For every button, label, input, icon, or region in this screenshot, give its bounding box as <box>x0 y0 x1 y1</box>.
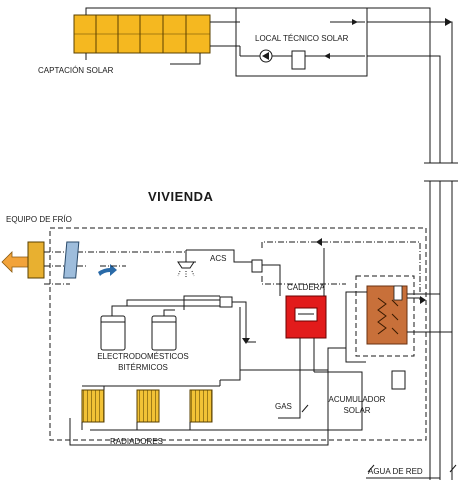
circuit-arrow-icon <box>316 238 322 246</box>
heating-circuit-lines <box>88 241 421 292</box>
vivienda-boundary <box>49 227 427 441</box>
appliances <box>100 295 233 351</box>
equipo-de-frio-label: EQUIPO DE FRÍO <box>6 215 72 224</box>
acs-valve <box>251 259 263 273</box>
acumulador-line2: SOLAR <box>343 406 371 415</box>
gas-label: GAS <box>275 402 292 411</box>
electrodomesticos-line1: ELECTRODOMÉSTICOS <box>97 352 189 361</box>
solar-technical-room <box>235 7 368 77</box>
appliance-1 <box>100 315 126 351</box>
flow-arrow-icon <box>98 264 117 276</box>
vivienda-title: VIVIENDA <box>148 189 214 204</box>
boiler <box>262 248 327 410</box>
captacion-solar-label: CAPTACIÓN SOLAR <box>38 66 114 75</box>
agua-de-red-label: AGUA DE RED <box>368 467 423 476</box>
local-tecnico-solar-label: LOCAL TÉCNICO SOLAR <box>255 34 349 43</box>
solar-accumulator <box>345 275 452 390</box>
appliance-valve <box>219 296 233 308</box>
accumulator-small-tank <box>391 370 406 390</box>
acs-shower <box>177 249 263 277</box>
electrodomesticos-label: ELECTRODOMÉSTICOS BITÉRMICOS <box>88 353 198 372</box>
radiator-2 <box>126 385 166 423</box>
mains-water-inlet <box>366 464 457 479</box>
radiadores-label: RADIADORES <box>110 437 163 446</box>
solar-collector-array <box>73 14 211 54</box>
main-risers <box>367 18 458 480</box>
appliance-2 <box>151 315 177 351</box>
radiator-3 <box>178 380 221 423</box>
outlet-arrow-icon <box>1 251 29 273</box>
electrodomesticos-line2: BITÉRMICOS <box>118 363 168 372</box>
gas-supply <box>278 404 309 419</box>
radiator-1 <box>81 385 112 423</box>
distribution-pipes <box>69 301 363 446</box>
heat-exchanger-unit <box>63 241 80 279</box>
radiators <box>81 370 241 430</box>
cooling-equipment <box>1 241 117 285</box>
expansion-vessel <box>291 50 306 70</box>
acumulador-line1: ACUMULADOR <box>328 395 386 404</box>
cooling-unit <box>27 241 45 279</box>
acs-label: ACS <box>210 254 227 263</box>
caldera-label: CALDERA <box>287 283 325 292</box>
acumulador-solar-label: ACUMULADOR SOLAR <box>322 396 392 415</box>
